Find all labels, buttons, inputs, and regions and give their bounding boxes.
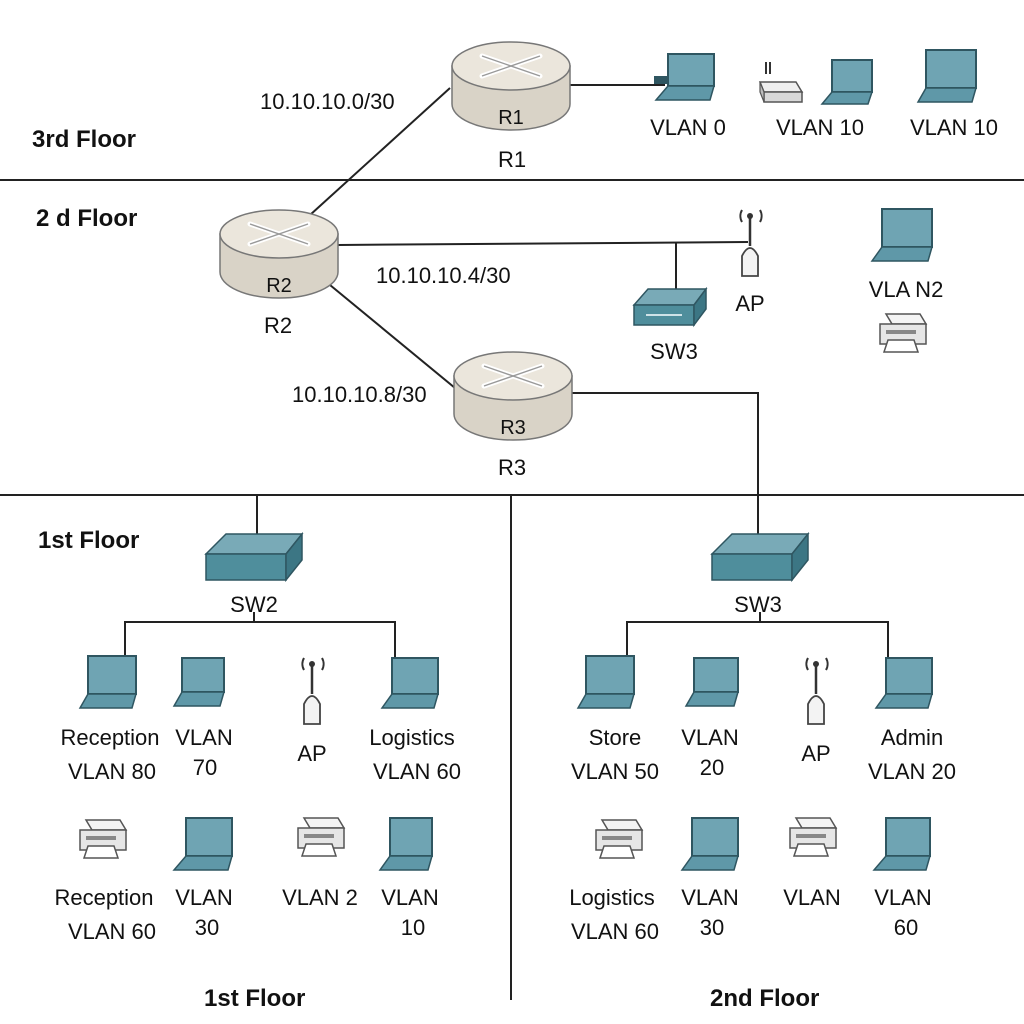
- left-r1c4-line2: VLAN 60: [372, 759, 462, 784]
- printer-icon: [590, 816, 646, 867]
- laptop-icon: [78, 654, 140, 717]
- subnet-label-r2-sw: 10.10.10.4/30: [376, 263, 511, 288]
- laptop-icon: [874, 656, 936, 717]
- router-r1-icon: R1: [450, 40, 572, 139]
- left-r1c3-line1: AP: [297, 741, 327, 766]
- floor3-vlan-a-label: VLAN 0: [650, 115, 726, 140]
- laptop-icon: [380, 656, 442, 717]
- laptop-icon: [820, 58, 876, 113]
- right-r2c2-line2: 30: [699, 915, 725, 940]
- router-r3-label: R3: [497, 455, 527, 480]
- left-r1c2-line1: VLAN: [175, 725, 233, 750]
- floor-label-3rd: 3rd Floor: [32, 126, 137, 153]
- right-r2c2-line1: VLAN: [681, 885, 739, 910]
- router-r1-label: R1: [497, 147, 527, 172]
- switch-sw3-icon: [632, 286, 708, 334]
- bus-right: [626, 621, 889, 657]
- link-r1-r2: [309, 87, 451, 216]
- right-r1c2-line1: VLAN: [681, 725, 739, 750]
- laptop-icon: [916, 48, 980, 113]
- router-r3-icon: R3: [452, 350, 574, 449]
- laptop-icon: [172, 656, 228, 715]
- right-r2c1-line1: Logistics: [569, 885, 655, 910]
- router-r2-icon: R2: [218, 208, 340, 307]
- laptop-icon: [684, 656, 742, 715]
- floor-label-2nd-bottom: 2nd Floor: [710, 985, 820, 1012]
- left-r1c1-line2: VLAN 80: [67, 759, 157, 784]
- left-r2c1-line1: Reception: [54, 885, 154, 910]
- router-r2-icon-label: R2: [266, 275, 292, 297]
- left-switch-label: SW2: [230, 592, 278, 617]
- right-switch-label: SW3: [734, 592, 782, 617]
- router-r1-icon-label: R1: [498, 107, 524, 129]
- right-r2c3-line1: VLAN: [783, 885, 841, 910]
- floor3-vlan-b-label: VLAN 10: [775, 115, 865, 140]
- laptop-icon: [576, 654, 638, 717]
- router-r2-label: R2: [263, 313, 293, 338]
- bus-left: [124, 621, 396, 657]
- floor-label-2nd: 2 d Floor: [36, 205, 138, 232]
- right-r2c4-line2: 60: [893, 915, 919, 940]
- right-r1c1-line1: Store: [588, 725, 642, 750]
- right-r2c1-line2: VLAN 60: [570, 919, 660, 944]
- link-r2-r3: [329, 284, 456, 389]
- left-r2c2-line1: VLAN: [175, 885, 233, 910]
- left-r1c1-line1: Reception: [60, 725, 160, 750]
- left-r2c4-line1: VLAN: [381, 885, 439, 910]
- floor2-switch-label: SW3: [650, 339, 698, 364]
- access-point-icon: [794, 654, 838, 735]
- printer-icon: [784, 814, 840, 865]
- subnet-label-r2-r3: 10.10.10.8/30: [292, 382, 427, 407]
- floor3-vlan-c-label: VLAN 10: [909, 115, 999, 140]
- laptop-icon: [680, 816, 744, 879]
- floor-label-1st: 1st Floor: [38, 527, 140, 554]
- access-point-icon: [290, 654, 334, 735]
- laptop-icon: [172, 816, 238, 879]
- left-r1c4-line1: Logistics: [369, 725, 455, 750]
- floor2-vlan-label: VLA N2: [868, 277, 944, 302]
- right-r1c2-line2: 20: [699, 755, 725, 780]
- left-r1c2-line2: 70: [192, 755, 218, 780]
- right-r2c4-line1: VLAN: [874, 885, 932, 910]
- right-r1c4-line1: Admin: [880, 725, 944, 750]
- laptop-icon: [378, 816, 438, 879]
- printer-icon: [874, 310, 930, 361]
- left-r2c1-line2: VLAN 60: [67, 919, 157, 944]
- access-point-icon: [728, 206, 772, 287]
- left-r2c4-line2: 10: [400, 915, 426, 940]
- printer-icon: [74, 816, 130, 867]
- floor-label-1st-bottom: 1st Floor: [204, 985, 306, 1012]
- switch-sw3-icon: [710, 531, 810, 589]
- printer-icon: [292, 814, 348, 865]
- switch-sw2-icon: [204, 531, 304, 589]
- right-r1c3-line1: AP: [801, 741, 831, 766]
- laptop-icon: [870, 207, 936, 272]
- router-r3-icon-label: R3: [500, 417, 526, 439]
- floor2-ap-label: AP: [735, 291, 765, 316]
- subnet-label-r1-r2: 10.10.10.0/30: [260, 89, 395, 114]
- right-r1c1-line2: VLAN 50: [570, 759, 660, 784]
- left-r2c3-line1: VLAN 2: [282, 885, 358, 910]
- left-r2c2-line2: 30: [194, 915, 220, 940]
- laptop-icon: [652, 52, 718, 109]
- link-r3-sw3: [570, 392, 759, 535]
- right-r1c4-line2: VLAN 20: [867, 759, 957, 784]
- link-r2-ap: [337, 241, 749, 246]
- modem-icon: [756, 60, 804, 113]
- laptop-icon: [872, 816, 934, 879]
